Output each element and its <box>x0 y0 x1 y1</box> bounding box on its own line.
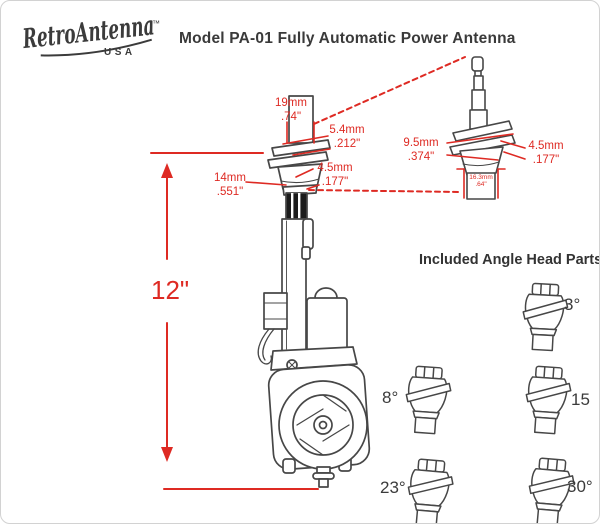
inset-dim-9-5mm-label: 9.5mm .374" <box>403 137 439 163</box>
callout-dashed-top <box>313 56 466 125</box>
angle-head-label-30: 30° <box>567 477 593 496</box>
logo-underline-swash <box>40 38 153 57</box>
ribbed-section <box>285 192 308 220</box>
angle-head-23deg-drawing <box>404 457 456 523</box>
dim-14mm-label: 14mm .551" <box>214 172 246 198</box>
brand-logo: RetroAntenna ™ USA <box>21 10 160 58</box>
inset-dim-16-3mm-label: 16.3mm .64" <box>469 174 493 189</box>
dim-4-5mm-label: 4.5mm .177" <box>317 162 353 188</box>
dim-19mm-label: 19mm .74" <box>275 97 307 123</box>
mast-housing-tube <box>281 218 307 352</box>
angle-head-8deg-drawing <box>402 364 453 436</box>
logo-script-text: RetroAntenna <box>21 10 156 55</box>
inset-dim-4-5mm-label: 4.5mm .177" <box>528 140 564 166</box>
motor-dome <box>314 287 338 299</box>
dim-12in-label: 12" <box>151 275 190 305</box>
tip-base-tube <box>466 172 496 200</box>
logo-trademark: ™ <box>152 19 160 28</box>
angle-heads-heading: Included Angle Head Parts <box>419 252 600 268</box>
arrow-down <box>161 447 173 462</box>
page-title: Model PA-01 Fully Automatic Power Antenn… <box>179 30 516 47</box>
angle-head-3deg-drawing <box>520 282 570 352</box>
angle-heads-group <box>402 282 577 523</box>
angle-head-label-8: 8° <box>382 388 399 407</box>
connector-block <box>263 292 288 330</box>
main-antenna-drawing <box>257 95 371 488</box>
wire <box>257 328 272 365</box>
logo-usa-text: USA <box>104 47 136 58</box>
angle-head-15deg-drawing <box>522 364 573 436</box>
callout-dashed-bottom <box>308 189 462 193</box>
angle-head-label-3: 3° <box>564 295 581 314</box>
tip-knob <box>471 56 484 72</box>
dimension-lines <box>150 56 526 490</box>
dim-5-4mm-label: 5.4mm .212" <box>329 124 365 150</box>
tip-detail-drawing <box>449 56 516 200</box>
spiral-band <box>452 120 513 142</box>
angle-head-label-23: 23° <box>380 478 406 497</box>
arrow-up <box>161 163 173 178</box>
angle-head-label-15: 15 <box>571 390 590 409</box>
